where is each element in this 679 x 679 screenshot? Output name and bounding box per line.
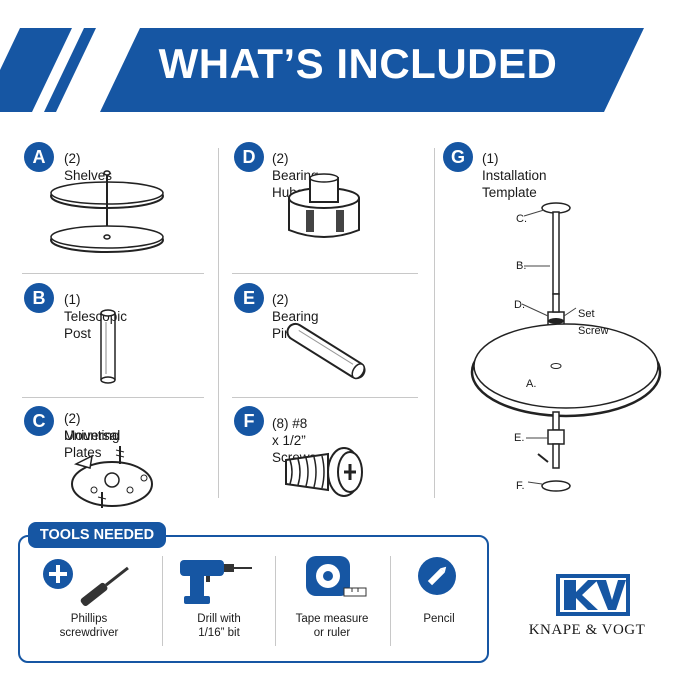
callout-d: D.: [514, 299, 525, 311]
banner-stripe-left: [0, 28, 72, 112]
pencil-icon: [418, 557, 456, 595]
item-g-label: (1) Installation Template: [482, 151, 547, 200]
badge-c: C: [24, 406, 54, 436]
badge-b: B: [24, 283, 54, 313]
tool-label-drill-1: Drill with: [197, 613, 241, 625]
item-c-label-line1: (2) Universal: [64, 411, 121, 443]
callout-a: A.: [526, 378, 537, 390]
brand-name: KNAPE & VOGT: [528, 622, 646, 638]
installation-template-diagram: [470, 202, 662, 492]
tool-label-screwdriver-1: Phillips: [70, 613, 108, 625]
item-e-label: (2) Bearing Pins: [272, 292, 319, 341]
tool-label-pencil: Pencil: [423, 613, 455, 625]
badge-g: G: [443, 142, 473, 172]
tool-divider-2: [275, 556, 276, 646]
badge-e: E: [234, 283, 264, 313]
telescopic-post-illustration: [100, 309, 116, 384]
callout-f: F.: [516, 480, 525, 492]
column-divider-2: [434, 148, 435, 498]
banner-stripe-left-thin: [44, 28, 96, 112]
tool-label-drill-2: 1/16” bit: [198, 627, 240, 639]
phillips-screwdriver-icon: [43, 559, 129, 606]
column-divider-1: [218, 148, 219, 498]
row-divider-d-e: [232, 273, 418, 274]
page-title: WHAT’S INCLUDED: [158, 40, 558, 87]
tool-divider-1: [162, 556, 163, 646]
tool-divider-3: [390, 556, 391, 646]
badge-a: A: [24, 142, 54, 172]
mounting-plates-illustration: [71, 446, 153, 508]
row-divider-a-b: [22, 273, 204, 274]
callout-b: B.: [516, 260, 527, 272]
tool-label-tape-2: or ruler: [313, 627, 351, 639]
screw-illustration: [285, 447, 363, 497]
item-a-label: (2) Shelves: [64, 151, 113, 183]
badge-f: F: [234, 406, 264, 436]
tape-measure-icon: [306, 556, 367, 597]
callout-e: E.: [514, 432, 525, 444]
tools-needed-panel: [18, 535, 489, 663]
callout-c: C.: [516, 213, 527, 225]
drill-icon: [180, 560, 252, 604]
callout-set-screw: Set Screw: [578, 308, 609, 337]
tool-label-screwdriver-2: screwdriver: [59, 627, 119, 639]
row-divider-b-c: [22, 397, 204, 398]
tool-label-tape-1: Tape measure: [295, 613, 369, 625]
banner-graphic: [0, 28, 644, 112]
badge-d: D: [234, 142, 264, 172]
header-banner: WHAT’S INCLUDED: [0, 0, 679, 120]
item-c-label-line2: Mounting Plates: [64, 428, 120, 460]
banner-main-band: [100, 28, 644, 112]
shelves-illustration: [50, 170, 164, 253]
knape-vogt-logo: [556, 574, 630, 616]
row-divider-e-f: [232, 397, 418, 398]
bearing-hubs-illustration: [288, 173, 360, 238]
tools-needed-title: TOOLS NEEDED: [28, 522, 166, 548]
bearing-pins-illustration: [286, 322, 366, 380]
